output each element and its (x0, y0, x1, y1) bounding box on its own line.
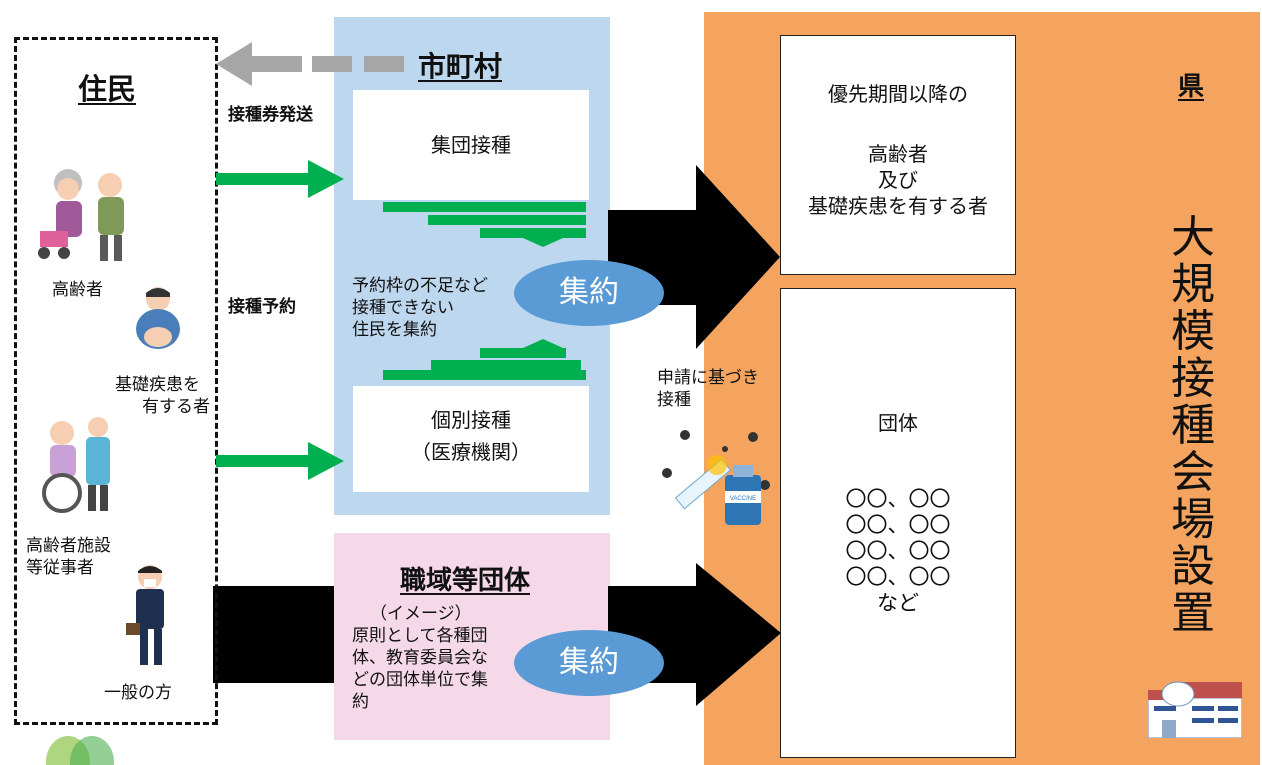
groups-row: 〇〇、〇〇 (845, 487, 951, 511)
logo-leaf-icon (46, 736, 114, 765)
vaccine-label: VACCINE (730, 496, 756, 502)
reservation-arrow-individual (216, 442, 344, 480)
municipality-title: 市町村 (418, 50, 503, 83)
aggregate-ellipse-municipality: 集約 (514, 260, 664, 326)
residents-box (14, 37, 218, 725)
vaccine-syringe-icon: VACCINE (662, 430, 770, 525)
mass-vaccination-venue-label: 大 規 模 接 種 会 場 設 置 (1171, 212, 1215, 639)
voucher-dispatch-arrow (216, 42, 404, 86)
workplace-title: 職域等団体 (400, 566, 531, 596)
facility-worker-label: 高齢者施設 等従事者 (26, 536, 111, 578)
reservation-arrow-group (216, 160, 344, 198)
workplace-note: （イメージ） 原則として各種団 体、教育委員会な どの団体単位で集 約 (352, 604, 488, 712)
priority-line-2: 高齢者 (868, 142, 928, 166)
businessman-icon (126, 565, 164, 665)
elderly-people-icon (38, 169, 124, 261)
municipality-to-prefecture-arrow (608, 165, 780, 349)
residents-title: 住民 (78, 72, 137, 106)
groups-etc: など (877, 591, 919, 615)
groups-title: 団体 (878, 411, 918, 435)
aggregate-ellipse-workplace: 集約 (514, 630, 664, 696)
priority-line-3: 及び (878, 168, 918, 192)
individual-vaccination-box: 個別接種 （医療機関） (353, 386, 589, 492)
aggregate-note: 予約枠の不足など 接種できない 住民を集約 (352, 276, 488, 340)
workplace-to-prefecture-arrow (213, 563, 781, 706)
building-icon (1148, 681, 1242, 738)
collection-down-bars (383, 202, 586, 247)
reservation-label: 接種予約 (228, 297, 296, 317)
underlying-condition-label: 基礎疾患を 有する者 (115, 375, 210, 417)
underlying-condition-person-icon (136, 287, 180, 349)
care-worker-icon (42, 417, 110, 513)
apply-note: 申請に基づき 接種 (657, 368, 759, 410)
groups-row: 〇〇、〇〇 (845, 565, 951, 589)
general-public-label: 一般の方 (104, 683, 172, 703)
group-vaccination-box: 集団接種 (353, 90, 589, 200)
groups-row: 〇〇、〇〇 (845, 539, 951, 563)
groups-box: 団体 〇〇、〇〇 〇〇、〇〇 〇〇、〇〇 〇〇、〇〇 など (780, 288, 1016, 758)
collection-up-bars (383, 339, 586, 380)
voucher-dispatch-label: 接種券発送 (228, 105, 313, 125)
priority-line-4: 基礎疾患を有する者 (808, 194, 988, 218)
prefecture-label: 県 (1178, 72, 1205, 102)
elderly-label: 高齢者 (52, 280, 103, 300)
priority-line-1: 優先期間以降の (828, 82, 968, 106)
priority-elderly-box: 優先期間以降の 高齢者 及び 基礎疾患を有する者 (780, 35, 1016, 275)
groups-row: 〇〇、〇〇 (845, 513, 951, 537)
